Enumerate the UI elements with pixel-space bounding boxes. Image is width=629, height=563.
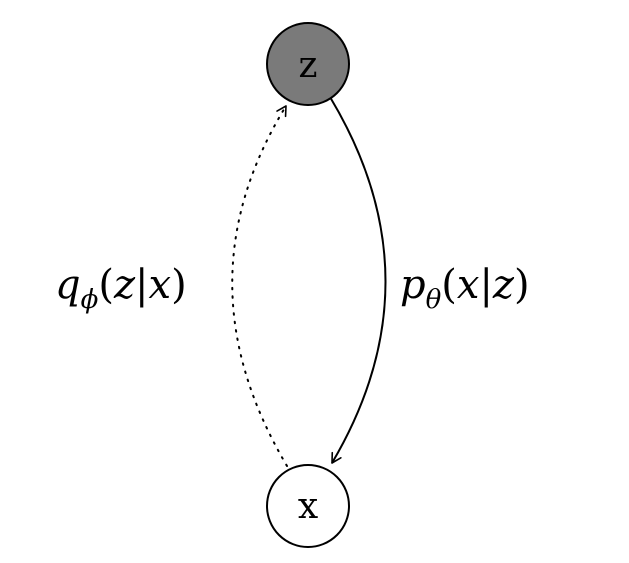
edge-inference-label: qϕ(z|x) xyxy=(55,262,187,315)
node-z-label: z xyxy=(299,45,318,86)
generative-open-paren: ( xyxy=(441,262,457,308)
node-x-label: x xyxy=(298,486,318,527)
generative-subscript: θ xyxy=(426,285,442,315)
node-x: x xyxy=(266,464,350,548)
edge-generative-arrow xyxy=(329,96,387,464)
node-z-circle xyxy=(266,22,350,106)
inference-symbol: q xyxy=(55,262,81,308)
inference-arg2: x xyxy=(149,262,172,308)
inference-bar: | xyxy=(135,262,148,308)
edge-generative-label: pθ(x|z) xyxy=(400,262,530,315)
inference-open-paren: ( xyxy=(98,262,114,308)
generative-close-paren: ) xyxy=(514,262,530,308)
inference-subscript: ϕ xyxy=(81,285,99,315)
generative-arg2: z xyxy=(492,262,515,308)
node-z: z xyxy=(266,22,350,106)
node-x-circle xyxy=(266,464,350,548)
edge-inference-arrow xyxy=(231,105,288,467)
generative-bar: | xyxy=(479,262,492,308)
generative-arg1: x xyxy=(457,262,480,308)
inference-arg1: z xyxy=(113,262,136,308)
inference-close-paren: ) xyxy=(171,262,187,308)
generative-symbol: p xyxy=(400,262,426,308)
